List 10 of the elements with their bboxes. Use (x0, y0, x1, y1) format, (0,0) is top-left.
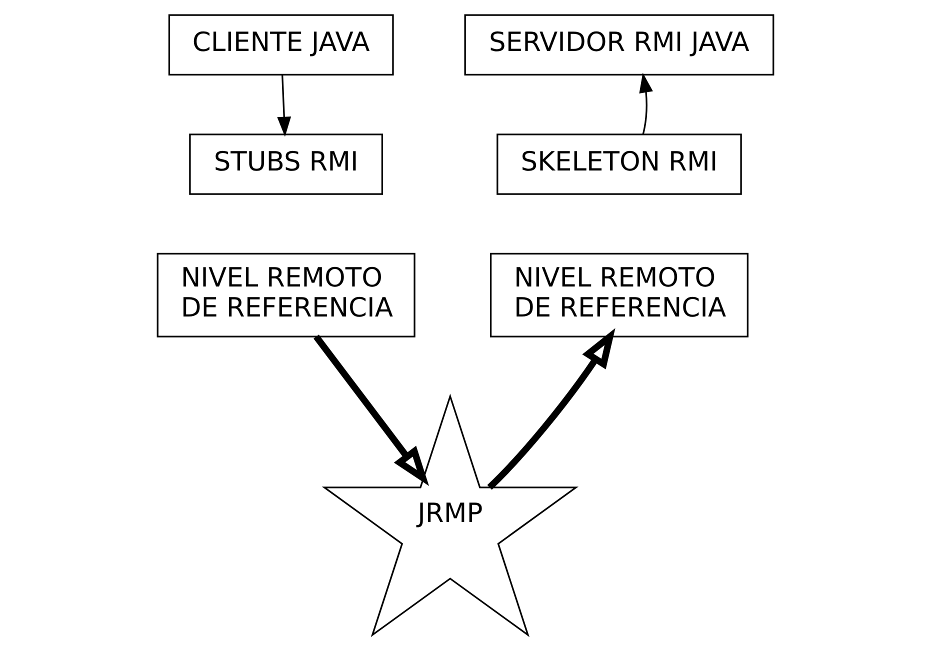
arrow (638, 72, 652, 134)
node-box: CLIENTE JAVA (168, 14, 394, 76)
node-box: NIVEL REMOTO DE REFERENCIA (489, 252, 748, 338)
arrow (486, 328, 615, 490)
node-box: STUBS RMI (188, 134, 383, 195)
arrow (313, 334, 429, 486)
node-box: NIVEL REMOTO DE REFERENCIA (156, 252, 415, 338)
node-box: SKELETON RMI (496, 134, 742, 195)
arrow (276, 75, 291, 137)
node-box: SERVIDOR RMI JAVA (464, 14, 774, 76)
